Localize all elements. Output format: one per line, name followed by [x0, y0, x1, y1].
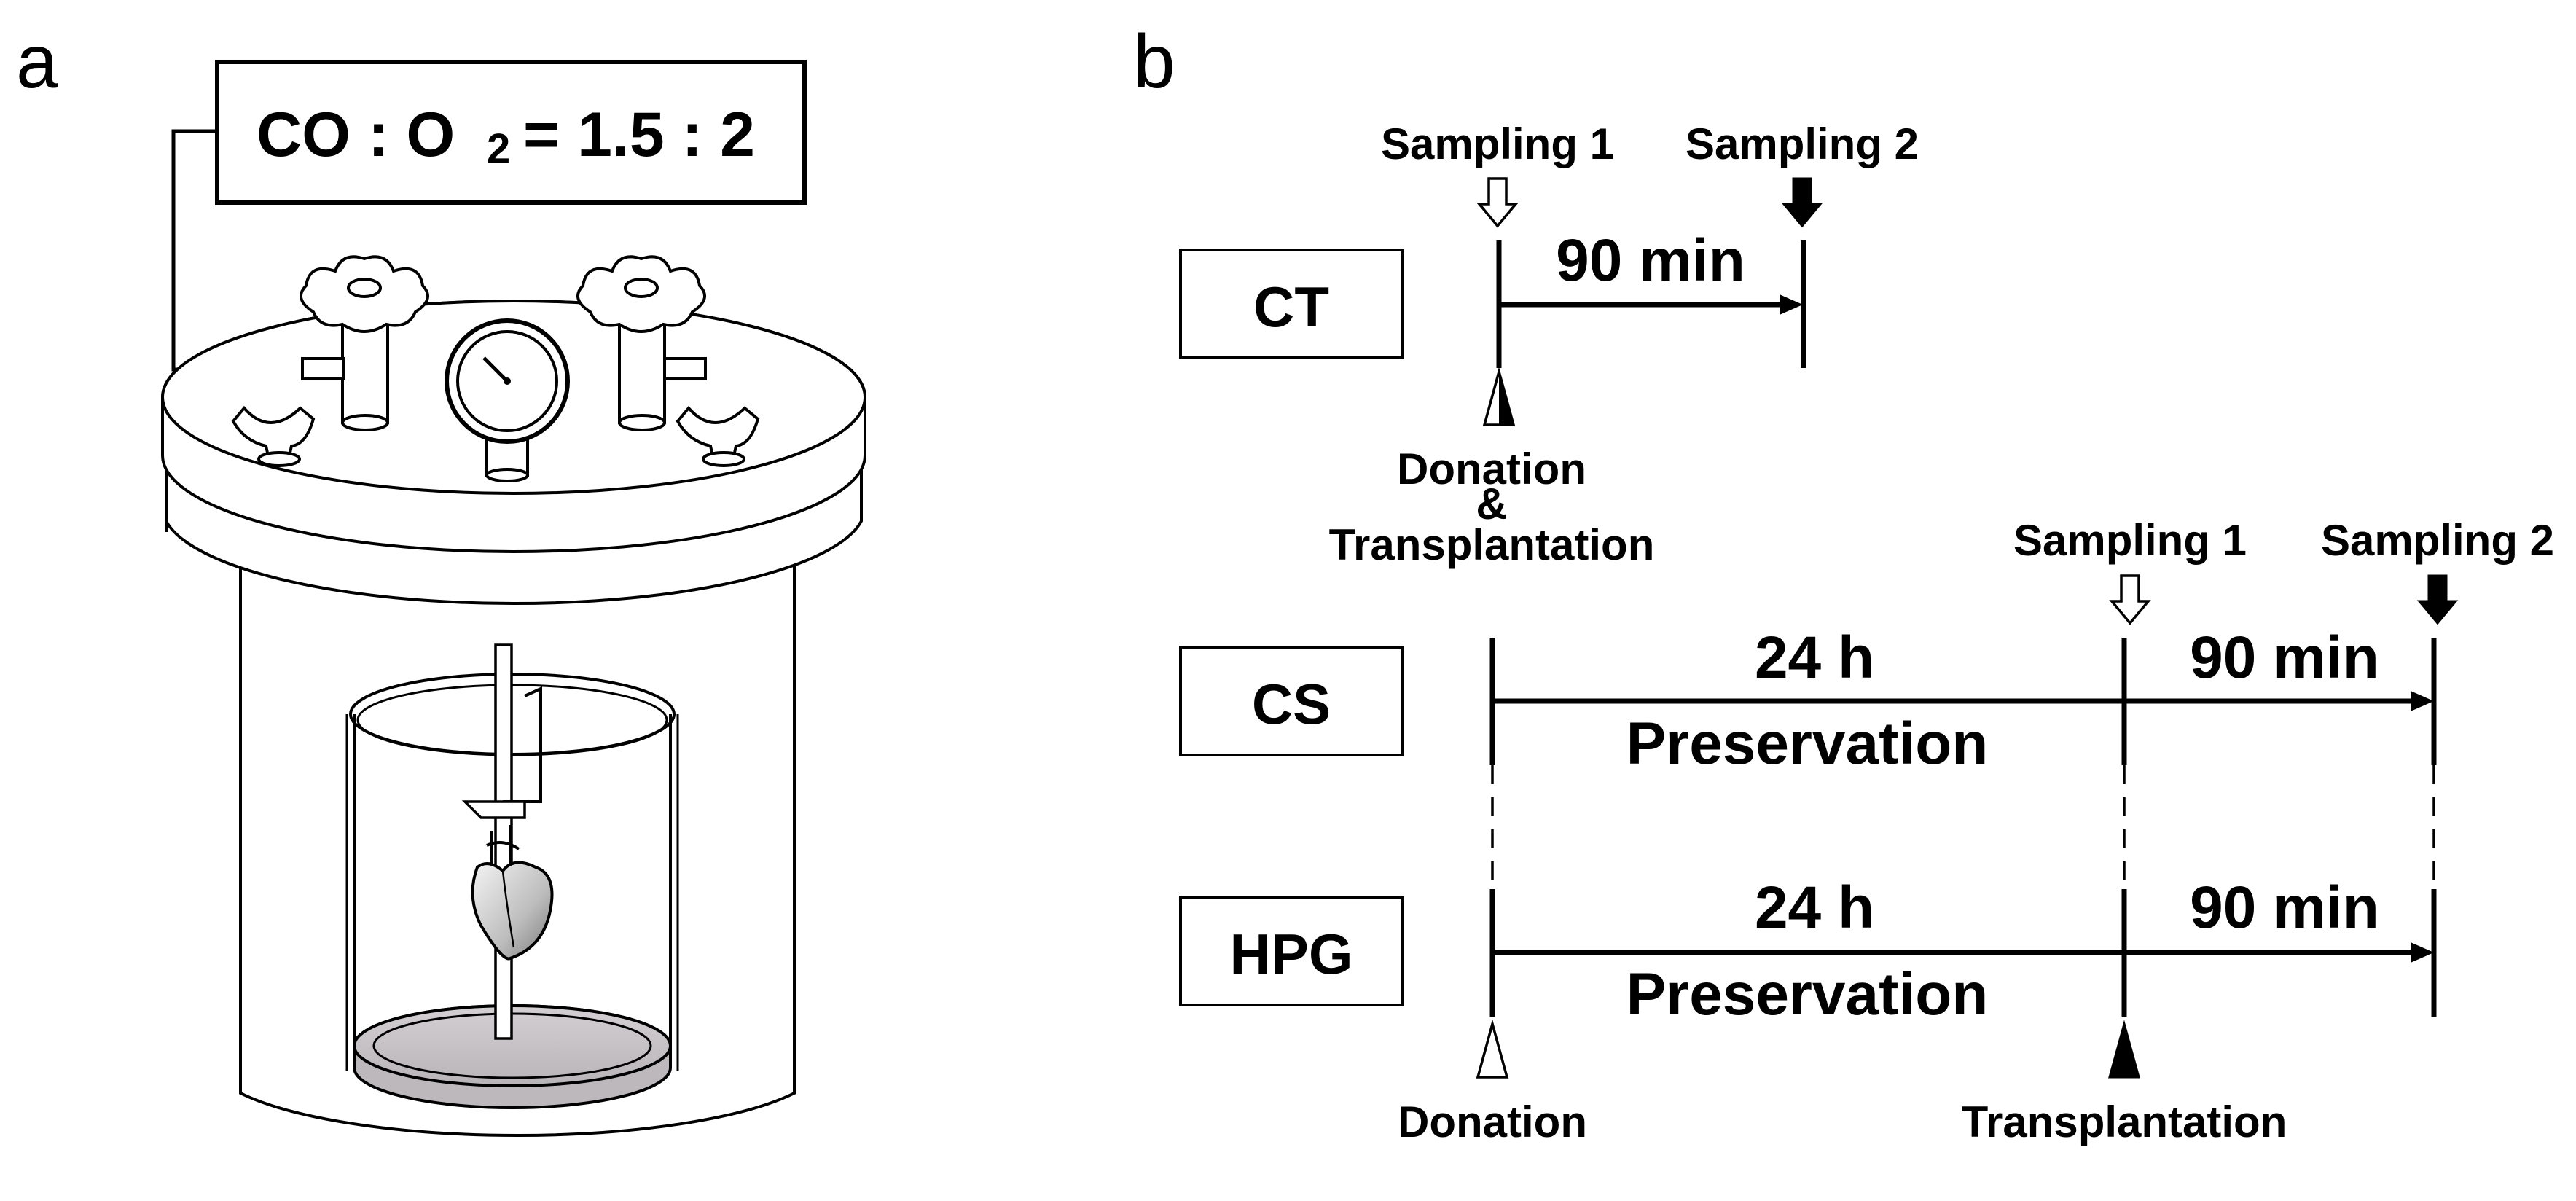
ct-event-line3: Transplantation: [1329, 520, 1655, 569]
group-box-hpg: HPG: [1179, 896, 1404, 1006]
hpg-donation-label: Donation: [1398, 1098, 1587, 1146]
ct-event-line2: &: [1476, 480, 1507, 528]
ct-sampling2-label: Sampling 2: [1686, 120, 1919, 168]
cs-phase-label: Preservation: [1626, 711, 1989, 777]
ct-timeline: Sampling 1 Sampling 2 90 min Donation & …: [1329, 120, 1919, 569]
hpg-timeline: 24 h Preservation 90 min Donation Transp…: [1398, 875, 2437, 1146]
hpg-duration2-label: 90 min: [2190, 875, 2379, 941]
cs-sampling1-open-arrow-icon: [2109, 574, 2151, 625]
group-label-ct: CT: [1253, 275, 1329, 339]
cs-sampling2-label: Sampling 2: [2321, 516, 2554, 565]
hpg-phase-label: Preservation: [1626, 961, 1989, 1028]
right-valve-knob-icon: [576, 255, 707, 431]
hpg-arrow-head: [2411, 942, 2434, 963]
ct-sampling1-label: Sampling 1: [1381, 120, 1614, 168]
ct-arrow-head: [1780, 294, 1803, 315]
lid-fittings: [231, 255, 760, 482]
gas-ratio-box: CO : O 2 = 1.5 : 2: [215, 60, 807, 205]
hpg-transplantation-filled-triangle-icon: [2108, 1020, 2140, 1079]
gas-ratio-part1: CO : O: [257, 100, 455, 170]
ct-donation-transplantation-marker-icon: [1482, 367, 1516, 426]
ct-event-line1: Donation: [1397, 445, 1586, 493]
panel-a-letter: a: [16, 20, 58, 104]
left-valve-knob-icon: [299, 255, 430, 431]
cs-sampling1-label: Sampling 1: [2013, 516, 2247, 565]
group-box-cs: CS: [1179, 646, 1404, 756]
heart-icon: [471, 825, 554, 961]
group-box-ct: CT: [1179, 249, 1404, 359]
cs-arrow-head: [2411, 691, 2434, 711]
pressure-gauge-icon: [445, 318, 570, 482]
cs-sampling2-filled-arrow-icon: [2416, 574, 2459, 625]
group-label-cs: CS: [1252, 672, 1331, 736]
hpg-duration1-label: 24 h: [1755, 875, 1874, 941]
hpg-donation-open-triangle-icon: [1476, 1019, 1509, 1079]
dashed-connectors: [1491, 765, 2435, 889]
left-clamp-icon: [231, 405, 316, 467]
panel-b-letter: b: [1133, 20, 1175, 104]
inner-container: [345, 643, 679, 1109]
ct-sampling1-open-arrow-icon: [1476, 177, 1519, 228]
hpg-transplantation-label: Transplantation: [1962, 1098, 2287, 1146]
ct-duration-label: 90 min: [1556, 227, 1745, 294]
panel-a: a CO : O 2 = 1.5 : 2: [16, 20, 866, 1137]
ct-sampling2-filled-arrow-icon: [1781, 177, 1823, 228]
cs-duration2-label: 90 min: [2190, 625, 2379, 691]
cs-duration1-label: 24 h: [1755, 625, 1874, 691]
gas-ratio-part2: = 1.5 : 2: [523, 100, 755, 170]
right-clamp-icon: [676, 405, 760, 467]
group-label-hpg: HPG: [1229, 922, 1352, 986]
panel-b: b CT CS HPG Sampling 1 Sampling 2 90 min: [1133, 20, 2554, 1146]
gas-ratio-subscript: 2: [487, 125, 510, 173]
cs-timeline: Sampling 1 Sampling 2 24 h Preservation …: [1489, 516, 2554, 777]
